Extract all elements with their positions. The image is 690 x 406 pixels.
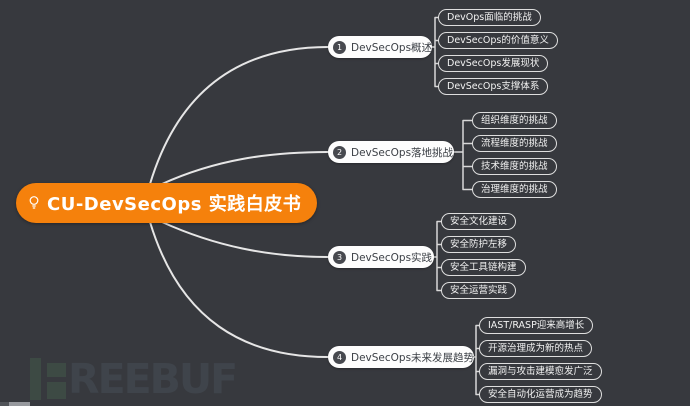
branch-label: DevSecOps概述 [351,41,433,54]
freebuf-logo-block-top [47,363,66,377]
branch-node-overview: 1 DevSecOps概述 [328,36,432,58]
branch-number-badge: 3 [333,250,346,264]
bracket-branch-3 [433,220,442,292]
root-node: CU-DevSecOps 实践白皮书 [16,183,318,223]
scrollbar-fragment-dark [0,402,9,406]
scrollbar-fragment-light [9,402,30,406]
child-node: 流程维度的挑战 [472,135,557,152]
branch-number-badge: 2 [333,145,346,159]
bracket-branch-2 [453,119,473,191]
child-node: 技术维度的挑战 [472,158,557,175]
branch-label: DevSecOps落地挑战 [351,146,454,159]
curve-root-branch-3 [161,221,329,258]
child-node: 安全自动化运营成为趋势 [479,386,602,403]
branch-label: DevSecOps未来发展趋势 [351,351,475,364]
branch-label: DevSecOps实践 [351,251,433,264]
child-node: 安全运营实践 [441,282,517,299]
bracket-branch-1 [431,16,439,88]
child-node: IAST/RASP迎来高增长 [479,317,594,334]
child-node: DevOps面临的挑战 [438,9,541,26]
child-node: DevSecOps的价值意义 [438,32,558,49]
child-node: 安全工具链构建 [441,259,526,276]
freebuf-logo-bar [30,358,41,400]
child-node: 开源治理成为新的热点 [479,340,593,357]
child-node: 安全防护左移 [441,236,517,253]
lightbulb-icon [28,195,40,211]
branch-number-badge: 4 [333,350,346,364]
branch-node-challenges: 2 DevSecOps落地挑战 [328,141,454,163]
branch-node-future-trends: 4 DevSecOps未来发展趋势 [328,346,474,368]
curve-root-branch-2 [161,151,329,185]
branch-node-practice: 3 DevSecOps实践 [328,246,434,268]
child-node: DevSecOps支撑体系 [438,78,549,95]
child-node: DevSecOps发展现状 [438,55,549,72]
freebuf-logo-block-bottom [47,382,66,399]
curve-root-branch-1 [149,46,329,185]
child-node: 治理维度的挑战 [472,181,557,198]
curve-root-branch-4 [149,221,329,358]
branch-number-badge: 1 [333,40,346,54]
root-node-label: CU-DevSecOps 实践白皮书 [47,194,302,215]
child-node: 漏洞与攻击建模愈发广泛 [479,363,602,380]
freebuf-watermark-text: REEBUF [68,355,238,403]
child-node: 组织维度的挑战 [472,112,557,129]
bracket-branch-4 [473,324,480,396]
child-node: 安全文化建设 [441,213,517,230]
